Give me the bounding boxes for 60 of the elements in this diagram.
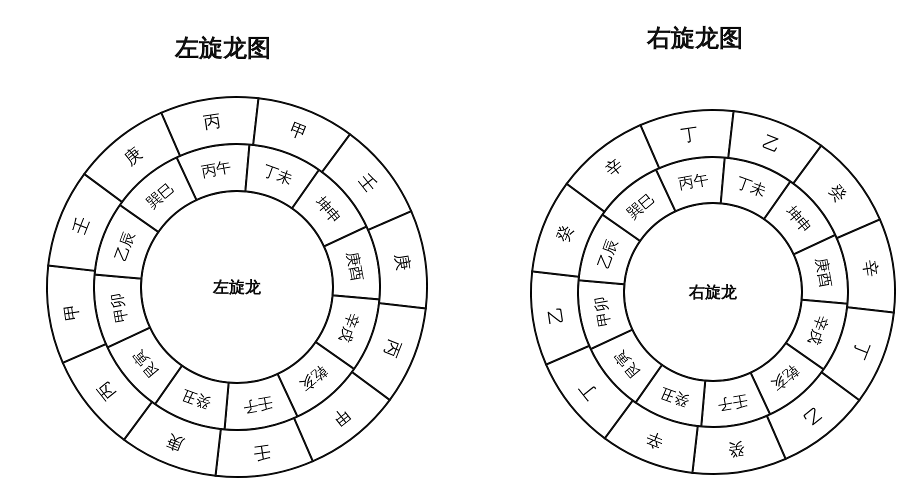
segment-label: 辛戌 [336, 310, 363, 346]
segment-label: 巽巳 [142, 178, 178, 212]
segment-label: 癸 [824, 180, 850, 206]
segment-label: 丙 [94, 378, 120, 404]
segment-label: 丁 [680, 124, 700, 146]
segment-label: 辛 [643, 427, 666, 452]
segment-label: 甲 [328, 404, 354, 430]
segment-label: 癸 [553, 222, 578, 246]
segment-label: 癸丑 [178, 386, 214, 413]
wheel-name-label: 左旋龙图 [175, 32, 271, 64]
outer-ring-segment [160, 96, 260, 157]
segment-label: 乙 [798, 402, 825, 430]
segment-label: 癸丑 [658, 384, 692, 411]
segment-label: 坤申 [312, 192, 346, 228]
outer-ring-segment [639, 109, 735, 170]
segment-label: 坤申 [782, 202, 816, 238]
segment-label: 乾亥 [768, 361, 802, 394]
segment-label: 壬子 [716, 390, 749, 414]
segment-label: 乙 [760, 132, 783, 157]
segment-label: 辛戌 [804, 313, 832, 348]
segment-label: 丁 [576, 378, 602, 404]
segment-label: 壬 [70, 214, 94, 238]
segment-label: 辛 [858, 258, 881, 278]
center-label: 右旋龙 [689, 282, 737, 302]
outer-ring-segment [367, 210, 428, 310]
segment-label: 庚酉 [812, 256, 835, 289]
outer-ring-segment [214, 417, 314, 478]
segment-label: 庚 [164, 430, 188, 454]
segment-label: 丙午 [200, 158, 233, 181]
outer-ring-segment [836, 218, 896, 314]
segment-label: 壬 [252, 440, 272, 463]
segment-label: 甲卯 [591, 295, 614, 328]
segment-label: 甲 [61, 302, 84, 322]
segment-label: 丙午 [677, 170, 710, 194]
outer-ring-segment [530, 270, 590, 366]
segment-label: 丁 [848, 338, 873, 362]
outer-ring-segment [46, 264, 107, 364]
segment-label: 甲卯 [108, 291, 131, 324]
wheel-name-label: 右旋龙图 [647, 22, 743, 54]
segment-label: 癸 [726, 438, 746, 460]
segment-label: 丙 [380, 336, 404, 360]
segment-label: 乾亥 [296, 362, 332, 396]
segment-label: 艮寅 [610, 346, 644, 382]
segment-label: 甲 [286, 120, 310, 144]
segment-label: 壬 [354, 170, 380, 196]
segment-label: 乙辰 [594, 236, 622, 271]
segment-label: 乙 [545, 306, 568, 326]
center-label: 左旋龙 [213, 278, 261, 296]
segment-label: 乙辰 [111, 228, 138, 264]
segment-label: 庚 [120, 144, 146, 170]
outer-ring-segment [691, 414, 787, 475]
segment-label: 丁未 [260, 161, 296, 188]
segment-label: 巽巳 [624, 190, 658, 223]
segment-label: 艮寅 [128, 346, 162, 382]
segment-label: 庚酉 [343, 250, 366, 283]
segment-label: 壬子 [241, 393, 274, 416]
segment-label: 丙 [202, 111, 222, 134]
segment-label: 丁未 [734, 173, 768, 200]
segment-label: 辛 [601, 154, 628, 182]
segment-label: 庚 [390, 252, 413, 272]
